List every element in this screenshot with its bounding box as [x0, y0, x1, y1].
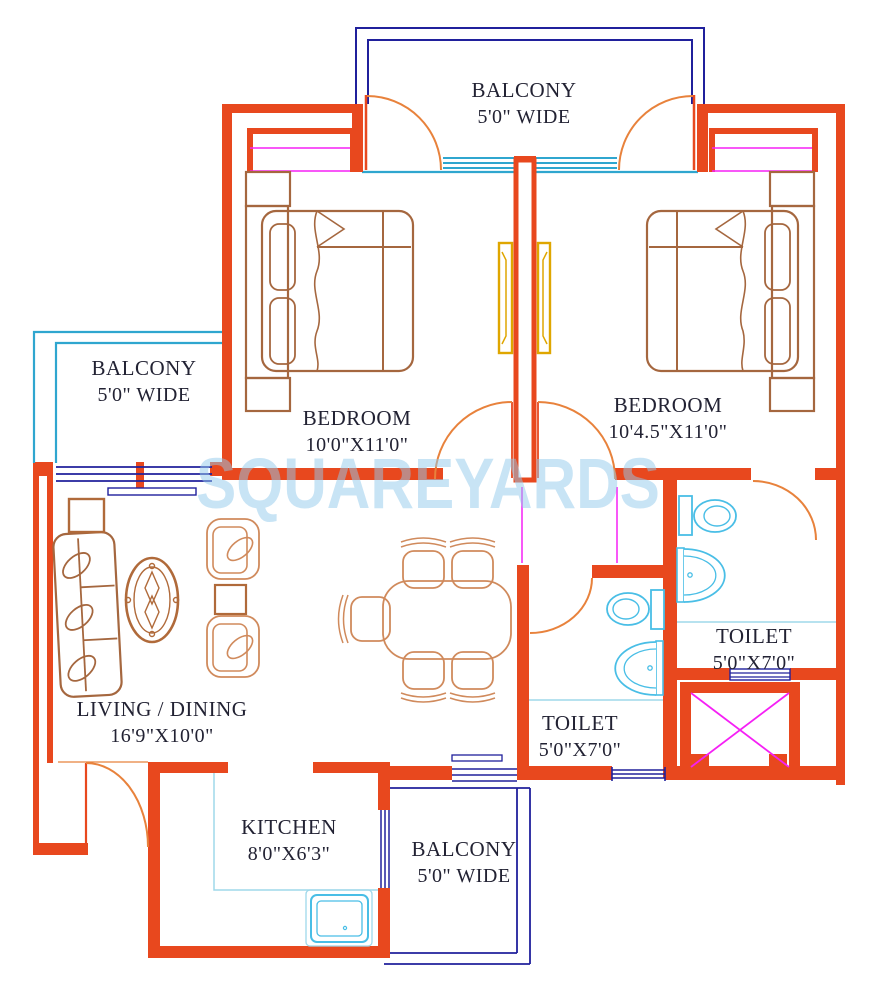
bedroom-left-door-icon	[434, 401, 513, 480]
room-label-bedroom-left: BEDROOM 10'0"X11'0"	[303, 404, 412, 459]
room-label-living-dining: LIVING / DINING 16'9"X10'0"	[77, 695, 248, 750]
bed-right-icon	[645, 170, 816, 413]
room-size: 10'4.5"X11'0"	[608, 421, 728, 444]
room-size: 5'0" WIDE	[477, 106, 571, 129]
toilet-center-window-icon	[611, 767, 666, 781]
bedroom-loft-right	[709, 128, 818, 172]
room-name: TOILET	[541, 711, 619, 735]
room-size: 5'0" WIDE	[417, 865, 511, 888]
bedroom-right-door-icon	[537, 401, 616, 480]
room-name: KITCHEN	[241, 815, 337, 839]
side-table-icon	[67, 497, 106, 534]
entrance-door-icon	[58, 761, 149, 848]
toilet-right-door-icon	[752, 480, 817, 541]
armchair-bottom-icon	[206, 615, 260, 678]
left-balcony-window-icon	[56, 466, 212, 496]
room-size: 16'9"X10'0"	[110, 725, 214, 748]
left-balcony-outline	[32, 330, 222, 463]
wardrobe-right-icon	[536, 241, 552, 355]
room-name: BALCONY	[411, 837, 517, 861]
room-size: 8'0"X6'3"	[247, 843, 331, 866]
room-name: TOILET	[715, 624, 793, 648]
kitchen-sink-icon	[305, 889, 373, 947]
room-label-bedroom-right: BEDROOM 10'4.5"X11'0"	[609, 391, 728, 446]
shaft	[680, 682, 800, 778]
toilet-center-door-icon	[529, 577, 593, 634]
toilet-right-washbasin-icon	[676, 547, 726, 603]
room-label-balcony-left: BALCONY 5'0" WIDE	[91, 354, 196, 409]
room-label-balcony-top: BALCONY 5'0" WIDE	[471, 76, 576, 131]
balcony-door-left-icon	[364, 95, 442, 171]
toilet-center-wc-icon	[606, 589, 665, 630]
bed-left-icon	[244, 170, 415, 413]
room-size: 5'0"X7'0"	[712, 652, 796, 675]
room-size: 5'0"X7'0"	[538, 739, 622, 762]
passage-markers	[521, 487, 618, 563]
room-name: BALCONY	[91, 356, 197, 380]
living-balcony-window-icon	[451, 754, 517, 782]
armchair-top-icon	[206, 518, 260, 580]
top-balcony-outline	[355, 27, 705, 104]
wardrobe-left-icon	[497, 241, 514, 355]
room-label-toilet-center: TOILET 5'0"X7'0"	[539, 709, 621, 764]
walls	[33, 104, 845, 958]
coffee-table-icon	[124, 556, 180, 644]
room-size: 10'0"X11'0"	[305, 434, 409, 457]
toilet-right-window-icon	[729, 668, 791, 681]
armchair-table-icon	[213, 583, 248, 616]
bedroom-loft-left	[247, 128, 356, 172]
balcony-door-right-icon	[618, 95, 696, 171]
room-label-balcony-bottom: BALCONY 5'0" WIDE	[411, 835, 516, 890]
toilet-center-washbasin-icon	[614, 640, 664, 696]
room-size: 5'0" WIDE	[97, 384, 191, 407]
bottom-balcony-outline	[384, 787, 531, 965]
dining-table-icon	[337, 537, 512, 703]
toilet-right-wc-icon	[678, 495, 737, 536]
central-wall	[513, 156, 537, 483]
sofa-icon	[52, 531, 123, 698]
room-name: LIVING / DINING	[76, 697, 248, 721]
room-name: BALCONY	[471, 78, 577, 102]
room-name: BEDROOM	[302, 406, 412, 430]
squareyards-watermark: SQUAREYARDS	[196, 445, 660, 524]
room-label-toilet-right: TOILET 5'0"X7'0"	[713, 622, 795, 677]
kitchen-window-icon	[380, 810, 390, 888]
room-label-kitchen: KITCHEN 8'0"X6'3"	[241, 813, 337, 868]
room-name: BEDROOM	[613, 393, 723, 417]
